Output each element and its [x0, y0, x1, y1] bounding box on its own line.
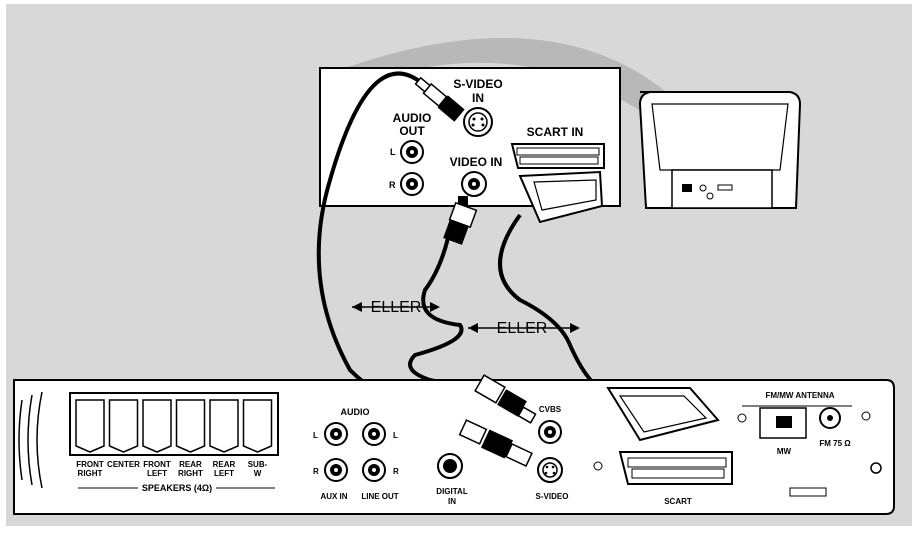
alternative-right: ELLER — [468, 320, 580, 337]
zoom-swoosh — [345, 37, 720, 160]
speaker-label: LEFT — [214, 469, 234, 478]
cvbs-jack — [538, 420, 562, 444]
speaker-terminal — [175, 399, 206, 453]
svideo-plug-top — [414, 76, 465, 122]
screw — [861, 411, 871, 421]
line-r-label: R — [393, 467, 399, 476]
alternative-left: ELLER — [352, 299, 440, 316]
aux-l-label: L — [313, 431, 318, 440]
speaker-label: W — [254, 469, 262, 478]
speaker-label: RIGHT — [78, 469, 103, 478]
speakers-label: SPEAKERS (4Ω) — [142, 483, 212, 493]
speaker-label: FRONT — [143, 460, 171, 469]
svideo-plug-bottom — [458, 419, 533, 467]
aux-r-label: R — [313, 467, 319, 476]
tv-audio-l-label: L — [390, 147, 396, 157]
scart-label: SCART — [664, 497, 692, 506]
line-out-label: LINE OUT — [361, 492, 398, 501]
antenna-label: FM/MW ANTENNA — [765, 391, 834, 400]
scart-cable — [498, 213, 611, 394]
digital-in-label-2: IN — [448, 497, 456, 506]
speaker-terminal — [142, 399, 172, 453]
tv-scart-in-label: SCART IN — [527, 125, 584, 139]
tv-svideo-jack — [463, 107, 493, 137]
rca-jack-icon — [324, 422, 386, 482]
digital-in-label-1: DIGITAL — [436, 487, 468, 496]
cvbs-label: CVBS — [539, 405, 562, 414]
tv-audio-l-jack — [400, 140, 424, 164]
screw — [593, 461, 603, 471]
screw — [870, 462, 882, 474]
scart-plug-bottom — [606, 387, 720, 442]
fm-label: FM 75 Ω — [819, 439, 851, 448]
cvbs-plug-top — [443, 196, 478, 245]
speaker-label: REAR — [213, 460, 236, 469]
eller-left-label: ELLER — [371, 299, 422, 316]
speaker-label: RIGHT — [178, 469, 203, 478]
tv-audio-out-label-2: OUT — [399, 124, 425, 138]
speaker-terminal — [242, 399, 273, 453]
tv-svideo-label-1: S-VIDEO — [453, 77, 502, 91]
svideo-connector-icon — [537, 457, 563, 483]
label-slot — [789, 487, 827, 497]
tv-audio-r-jack — [400, 172, 424, 196]
player-scart-socket — [618, 451, 733, 485]
speaker-label: REAR — [179, 460, 202, 469]
aux-in-label: AUX IN — [320, 492, 347, 501]
tv-audio-r-label: R — [389, 180, 396, 190]
cvbs-plug-bottom — [474, 374, 537, 424]
speaker-terminal — [209, 399, 239, 453]
speaker-terminal — [108, 399, 139, 453]
tv-audio-out-label-1: AUDIO — [393, 111, 432, 125]
speaker-label: FRONT — [76, 460, 104, 469]
fm-jack — [819, 407, 841, 429]
scart-connector-icon — [518, 170, 604, 224]
tv-svideo-label-2: IN — [472, 91, 484, 105]
digital-in-jack — [437, 453, 463, 479]
eller-right-label: ELLER — [497, 320, 548, 337]
player-audio-label: AUDIO — [341, 407, 370, 417]
speaker-label: SUB- — [248, 460, 268, 469]
tv-back-icon — [638, 91, 802, 209]
svideo-label: S-VIDEO — [536, 492, 569, 501]
tv-scart-socket — [510, 143, 605, 169]
speaker-terminal — [75, 399, 105, 453]
tv-video-in-label: VIDEO IN — [450, 155, 503, 169]
mw-terminal — [759, 407, 807, 439]
tv-video-in-jack — [461, 171, 487, 197]
screw — [737, 413, 747, 423]
mw-label: MW — [777, 447, 792, 456]
speaker-label: LEFT — [147, 469, 167, 478]
speaker-terminals — [69, 392, 279, 456]
speaker-label: CENTER — [107, 460, 140, 469]
line-l-label: L — [393, 431, 398, 440]
